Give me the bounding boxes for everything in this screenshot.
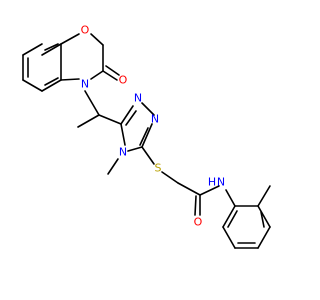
bonds	[22, 33, 271, 249]
nitrogen-triazole-methyl-label: N	[119, 146, 127, 159]
nitrogen-ring-label: N	[81, 78, 89, 91]
nitrogen-triazole-label: N	[134, 92, 142, 105]
bond	[125, 110, 137, 126]
bond	[257, 205, 271, 228]
bond	[44, 43, 59, 51]
bond	[105, 65, 120, 76]
bond	[141, 123, 153, 148]
bond	[260, 211, 265, 228]
oxygen-ring-label: O	[81, 24, 90, 37]
bond	[222, 226, 236, 249]
bond	[141, 102, 155, 116]
bond	[102, 70, 118, 81]
bond	[107, 158, 119, 175]
bond	[44, 77, 59, 86]
oxygen-amide-label: O	[194, 216, 203, 229]
sulfur-label: S	[155, 162, 162, 175]
bond	[225, 189, 236, 207]
bond	[120, 123, 126, 146]
bond	[222, 205, 236, 228]
molecule-structure: O N O N N N S O N H	[22, 24, 271, 249]
bond	[90, 70, 104, 80]
bond	[139, 127, 149, 146]
bond	[22, 43, 43, 56]
bond	[120, 105, 134, 125]
bond	[22, 79, 43, 92]
oxygen-carbonyl-label: O	[119, 74, 128, 87]
bond	[98, 114, 122, 125]
atom-labels: O N O N N N S O N H	[81, 24, 225, 229]
bond	[199, 185, 220, 196]
bond	[227, 210, 238, 228]
bond	[77, 114, 100, 128]
nitrogen-amide-label: N	[217, 176, 225, 189]
hydrogen-amide-label: H	[208, 176, 216, 189]
bond	[41, 79, 62, 92]
bond	[177, 182, 201, 196]
bond	[141, 146, 155, 165]
bond	[257, 185, 271, 207]
bond	[257, 226, 271, 249]
bond	[60, 33, 80, 45]
bond	[161, 171, 179, 184]
bond	[60, 78, 80, 81]
bond	[84, 90, 100, 116]
bond	[41, 43, 62, 56]
bond	[194, 195, 197, 216]
bond	[127, 146, 143, 152]
bond	[90, 33, 104, 46]
nitrogen-triazole-label: N	[151, 113, 159, 126]
